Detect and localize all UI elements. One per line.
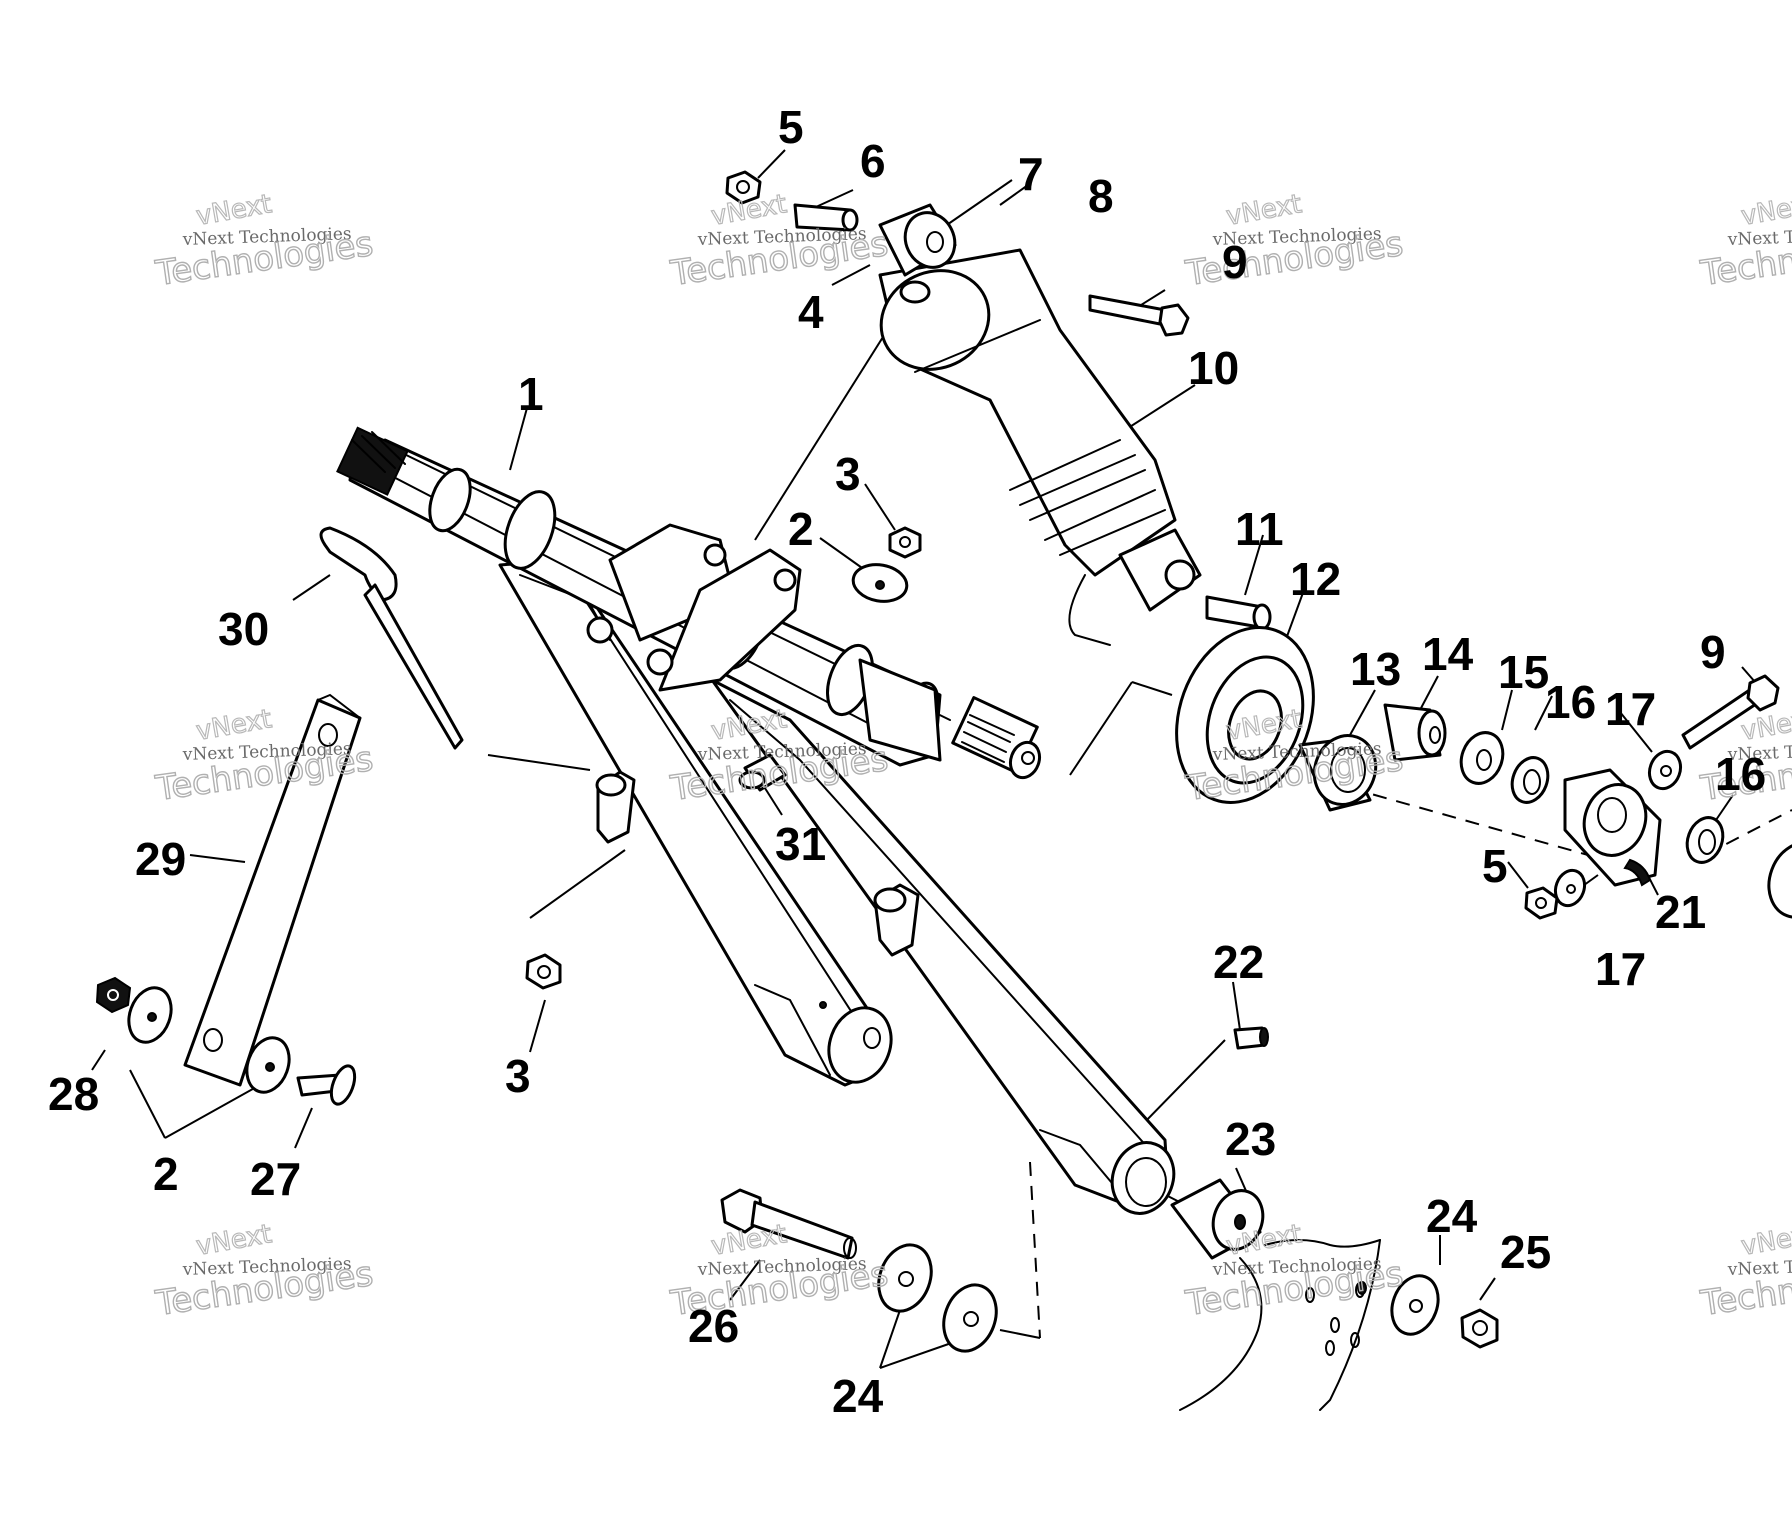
washer-2-upper [851,563,909,603]
watermark-text-top: vNext [194,189,274,232]
bushing-16-a [1510,756,1550,804]
watermark-3: vNext vNext Technologies Technologies [1182,189,1406,295]
spline-right [951,696,1042,780]
callout-11: 11 [1235,503,1284,555]
callout-22: 22 [1213,936,1264,988]
strap-29 [183,693,362,1087]
nut-3-lower [525,953,562,990]
link-21 [1563,768,1662,887]
callout-21: 21 [1655,886,1706,938]
nut-5-top [725,170,762,205]
shock-top-eye [878,203,957,304]
leader-lines [91,149,1792,1369]
callout-13: 13 [1350,643,1401,695]
callout-27: 27 [250,1153,301,1205]
watermark-9: vNext vNext Technologies Technologies [152,1219,376,1325]
bushing-13 [1298,734,1378,812]
callout-7: 7 [1018,148,1044,200]
callout-17-lower: 17 [1595,943,1646,995]
callout-16-b: 16 [1715,748,1766,800]
callout-10: 10 [1188,342,1239,394]
shock-absorber [878,203,1202,646]
callout-25: 25 [1500,1226,1551,1278]
callout-23: 23 [1225,1113,1276,1165]
sleeve-23 [1170,1178,1265,1260]
nut-25 [1460,1308,1499,1349]
shock-bottom-clevis [1068,528,1202,646]
callout-3-lower: 3 [505,1050,531,1102]
washer-17-upper [1647,749,1683,791]
spacer-14 [1383,703,1447,762]
callout-14: 14 [1422,628,1474,680]
watermark-text-top: vNext [1739,189,1792,232]
nut-28 [95,976,132,1014]
watermark-2: vNext vNext Technologies Technologies [667,189,891,295]
watermark-1: vNext vNext Technologies Technologies [152,189,376,295]
watermark-text-top: vNext [1739,1219,1792,1262]
callout-31: 31 [775,818,826,870]
callout-5-lower: 5 [1482,840,1508,892]
pivot-boss-left [595,770,636,844]
callout-29: 29 [135,833,186,885]
washer-24-lower-a [877,1243,933,1313]
callout-5-top: 5 [778,101,804,153]
washer-24-right [1390,1274,1440,1336]
watermark-4: vNext vNext Technologies Technologies [1697,189,1792,295]
callout-labels: 5 6 7 8 4 9 10 1 3 2 11 12 30 13 14 15 1… [48,101,1766,1422]
bolt-9-upper [1088,294,1190,337]
swing-arm-assembly [336,426,1176,1215]
watermark-text-top: vNext [1224,189,1304,232]
shock-bracket-right [646,548,802,692]
pivot-boss-right [873,883,920,957]
callout-3-upper: 3 [835,448,861,500]
washer-2-lower-b [245,1036,291,1094]
bushing-16-b [1685,816,1725,864]
seal-12 [1175,626,1315,804]
nut-5-lower [1524,886,1559,920]
callout-8: 8 [1088,170,1114,222]
grease-fitting-22 [1233,1026,1269,1050]
pin-27 [296,1064,357,1106]
callout-15: 15 [1498,646,1549,698]
clip-31 [738,753,787,792]
watermark-12: vNext vNext Technologies Technologies [1697,1219,1792,1325]
callout-24-right: 24 [1426,1190,1478,1242]
callout-16-a: 16 [1545,676,1596,728]
hook-30 [319,526,464,750]
bolt-9-right [1681,674,1780,750]
washer-2-lower-a [127,986,173,1044]
callout-30: 30 [218,603,269,655]
callout-2-lower: 2 [153,1148,179,1200]
callout-9-right: 9 [1700,626,1726,678]
watermark-text-top: vNext [709,1219,789,1262]
watermark-text-top: vNext [709,189,789,232]
callout-6: 6 [860,135,886,187]
washer-24-lower-b [942,1283,998,1353]
plate-outline [1179,1239,1381,1411]
callout-12: 12 [1290,553,1341,605]
washer-15 [1459,731,1505,785]
callout-28: 28 [48,1068,99,1120]
partial-part-right-edge [1767,841,1792,919]
watermark-text-top: vNext [194,1219,274,1262]
callout-4: 4 [798,286,824,338]
callout-24-lower: 24 [832,1370,884,1422]
nut-3-upper [888,526,922,559]
pin-6 [793,203,859,232]
pin-11 [1205,595,1272,631]
callout-9-upper: 9 [1222,236,1248,288]
washer-17-lower [1553,868,1587,908]
bolt-26 [720,1188,857,1260]
callout-17-upper: 17 [1605,683,1656,735]
callout-2-upper: 2 [788,503,814,555]
spline-left [336,426,409,496]
callout-1: 1 [518,368,544,420]
watermark-text-top: vNext [194,704,274,747]
callout-26: 26 [688,1300,739,1352]
